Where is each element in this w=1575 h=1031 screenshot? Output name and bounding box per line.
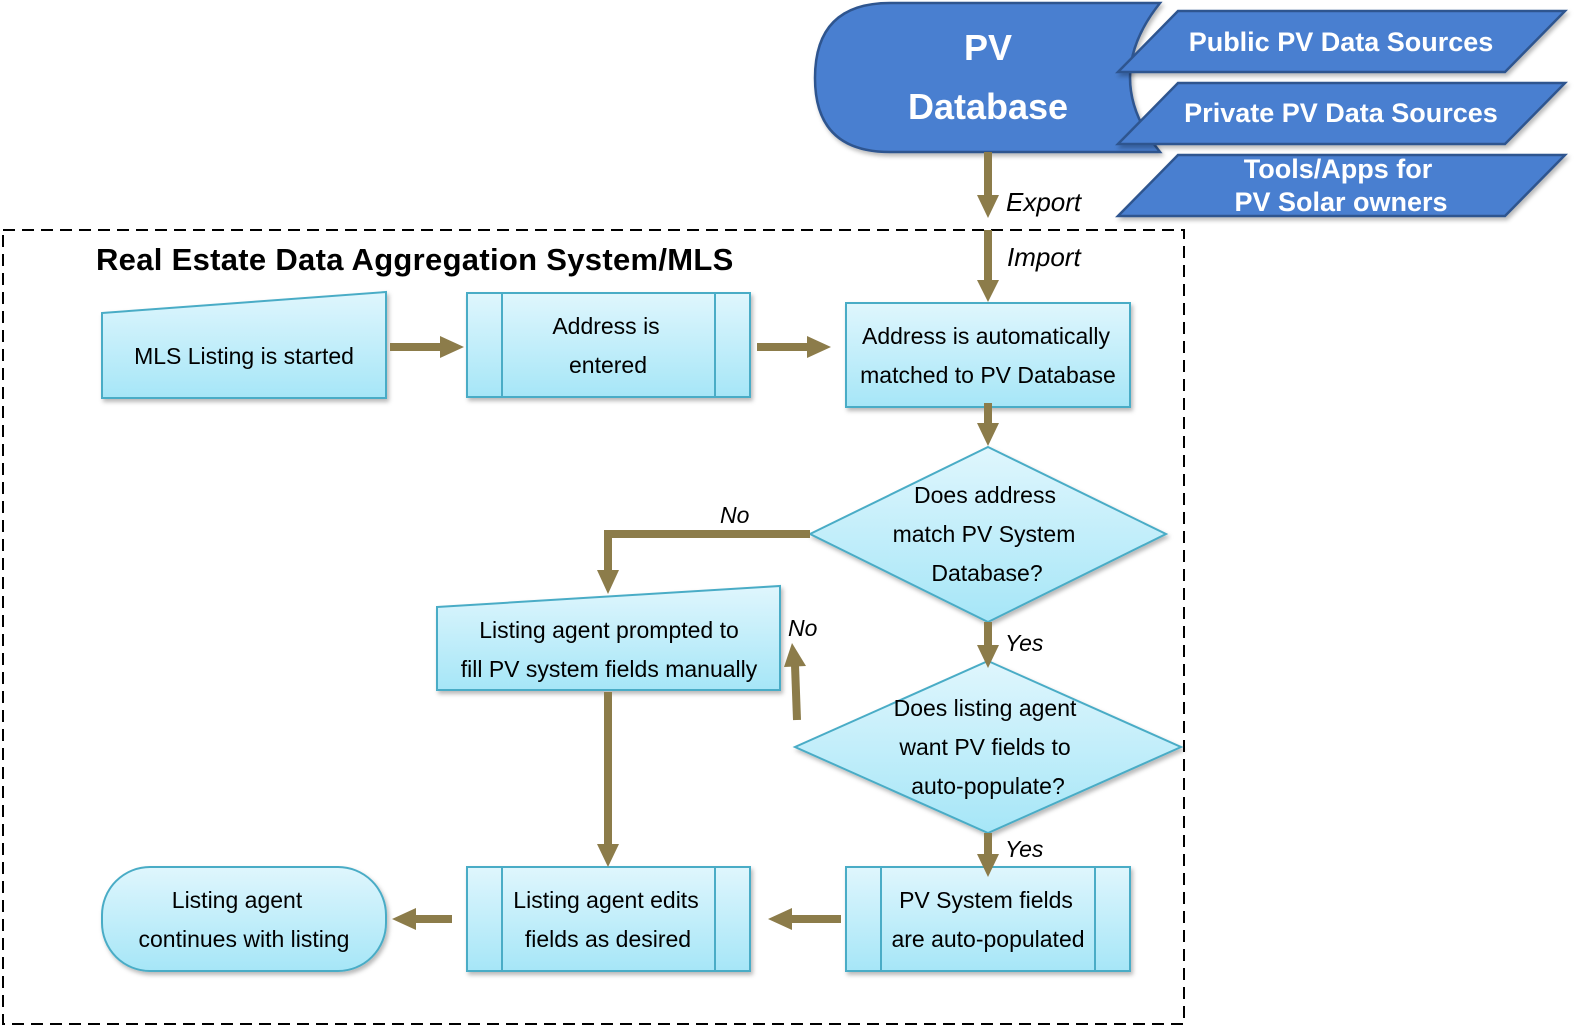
arrow-manual-to-edits bbox=[597, 692, 619, 867]
node-decision-autopop-line2: want PV fields to bbox=[898, 734, 1070, 760]
label-yes-match: Yes bbox=[1005, 630, 1044, 656]
node-agent-edits-line1: Listing agent edits bbox=[513, 887, 698, 913]
pv-database bbox=[813, 1, 1163, 154]
node-auto-matched-line1: Address is automatically bbox=[862, 323, 1110, 349]
label-export: Export bbox=[1006, 187, 1083, 217]
label-no-autopop: No bbox=[788, 615, 818, 641]
public-pv-sources bbox=[1115, 9, 1568, 74]
arrow-address-to-match bbox=[757, 336, 831, 358]
private-pv-sources bbox=[1115, 81, 1568, 146]
node-decision-autopop-line1: Does listing agent bbox=[894, 695, 1077, 721]
node-manual-prompt-line2: fill PV system fields manually bbox=[461, 656, 758, 682]
node-agent-edits-line2: fields as desired bbox=[525, 926, 691, 952]
node-address-entered-line1: Address is bbox=[552, 313, 659, 339]
tools-apps-sources bbox=[1115, 153, 1568, 218]
node-manual-prompt-line1: Listing agent prompted to bbox=[479, 617, 739, 643]
node-decision-match-line3: Database? bbox=[931, 560, 1042, 586]
node-auto-populated-line1: PV System fields bbox=[899, 887, 1073, 913]
node-continues bbox=[101, 866, 387, 972]
node-auto-matched-line2: matched to PV Database bbox=[860, 362, 1116, 388]
arrow-import bbox=[977, 230, 999, 302]
system-title: Real Estate Data Aggregation System/MLS bbox=[96, 242, 734, 277]
arrow-autopop-to-edits bbox=[768, 908, 841, 930]
node-auto-populated-line2: are auto-populated bbox=[891, 926, 1084, 952]
node-address-entered-line2: entered bbox=[569, 352, 647, 378]
pv-database-label-line1: PV bbox=[964, 27, 1012, 68]
arrow-edits-to-continues bbox=[392, 908, 452, 930]
node-address-entered bbox=[466, 292, 751, 398]
node-continues-line2: continues with listing bbox=[139, 926, 350, 952]
tools-apps-label-line1: Tools/Apps for bbox=[1244, 154, 1433, 184]
node-manual-prompt bbox=[436, 584, 781, 691]
node-decision-match-line1: Does address bbox=[914, 482, 1056, 508]
node-auto-populated bbox=[845, 866, 1131, 972]
pv-database-label-line2: Database bbox=[908, 86, 1068, 127]
label-import: Import bbox=[1007, 242, 1082, 272]
private-pv-sources-label: Private PV Data Sources bbox=[1184, 98, 1498, 128]
arrow-yes-match bbox=[977, 622, 999, 668]
label-yes-autopop: Yes bbox=[1005, 836, 1044, 862]
arrow-mls-to-address bbox=[390, 336, 464, 358]
node-mls-listing-started-label: MLS Listing is started bbox=[134, 343, 354, 369]
arrow-match-to-decision bbox=[977, 403, 999, 446]
node-agent-edits bbox=[466, 866, 751, 972]
node-mls-listing-started bbox=[101, 290, 387, 399]
arrow-no-autopop bbox=[784, 643, 806, 721]
label-no-match: No bbox=[720, 502, 750, 528]
node-decision-match-line2: match PV System bbox=[893, 521, 1076, 547]
node-decision-autopop-line3: auto-populate? bbox=[911, 773, 1064, 799]
public-pv-sources-label: Public PV Data Sources bbox=[1189, 27, 1494, 57]
node-continues-line1: Listing agent bbox=[172, 887, 303, 913]
system-boundary bbox=[2, 229, 1185, 1025]
arrow-no-match bbox=[597, 530, 810, 594]
node-auto-matched bbox=[845, 302, 1131, 408]
arrow-export bbox=[977, 152, 999, 218]
tools-apps-label-line2: PV Solar owners bbox=[1234, 187, 1447, 217]
arrow-yes-autopop bbox=[977, 833, 999, 877]
